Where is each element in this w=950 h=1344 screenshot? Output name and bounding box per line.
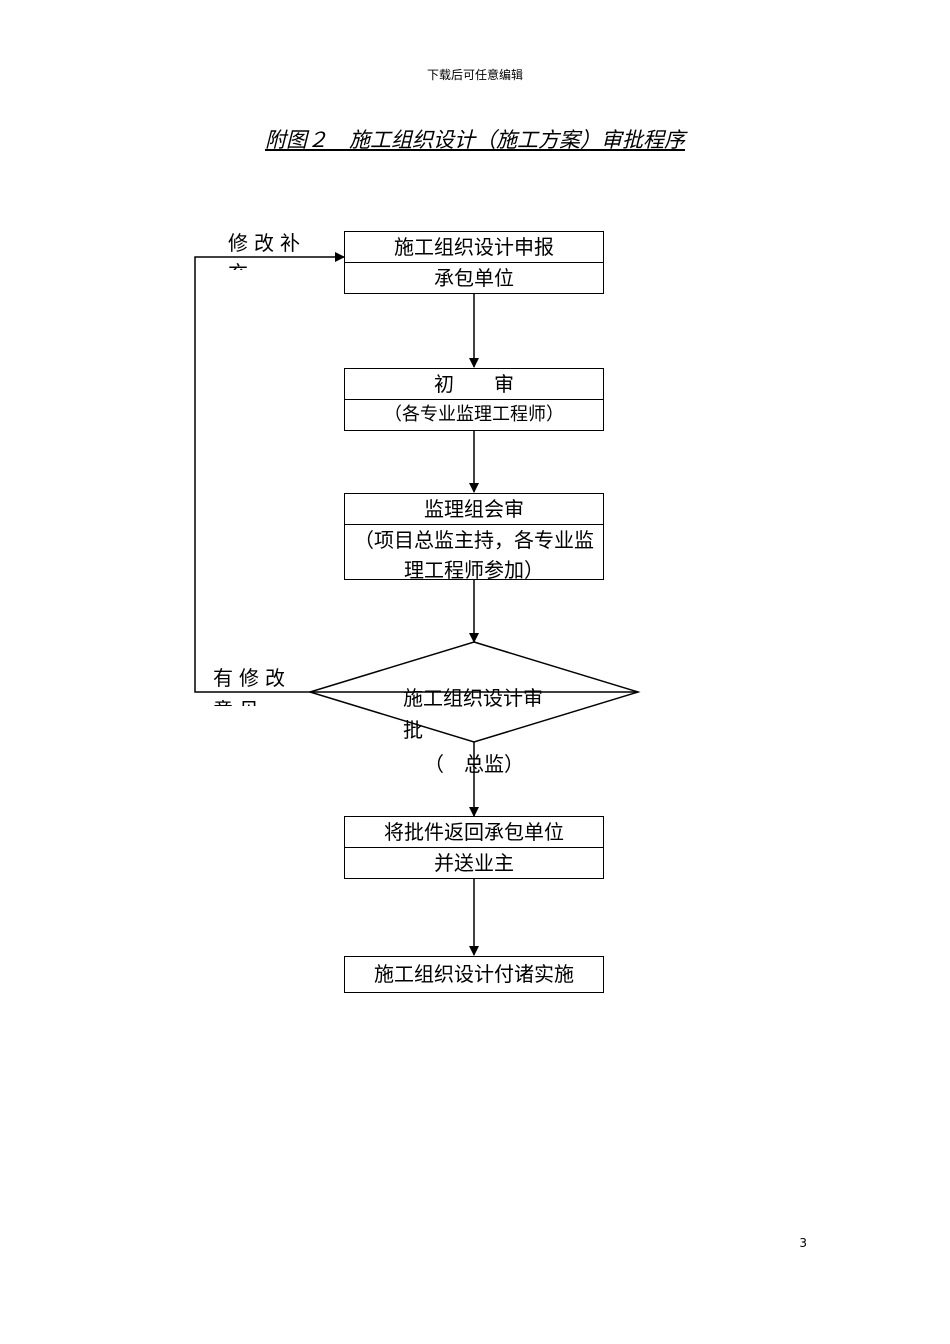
- decision-subtitle: （ 总监）: [424, 752, 524, 776]
- header-note: 下载后可任意编辑: [426, 68, 523, 82]
- figure-title: 附图２ 施工组织设计（施工方案）审批程序: [265, 128, 685, 152]
- page-number: 3: [799, 1236, 807, 1250]
- loop-label-revise: 修改补充: [228, 231, 306, 270]
- node-initial-title: 初 审: [434, 372, 514, 396]
- node-initial-subtitle: （各专业监理工程师）: [345, 399, 603, 430]
- node-implement-title: 施工组织设计付诸实施: [374, 962, 574, 986]
- node-submit: 施工组织设计申报 承包单位: [344, 231, 604, 294]
- node-return: 将批件返回承包单位 并送业主: [344, 816, 604, 879]
- node-group-subtitle: （项目总监主持，各专业监理工程师参加）: [345, 524, 603, 579]
- loop-label-opinion: 有修改意见: [213, 666, 291, 706]
- node-group-review: 监理组会审 （项目总监主持，各专业监理工程师参加）: [344, 493, 604, 580]
- node-submit-subtitle: 承包单位: [345, 262, 603, 293]
- node-group-title: 监理组会审: [424, 497, 524, 521]
- node-initial-review: 初 审 （各专业监理工程师）: [344, 368, 604, 431]
- feedback-loop-line: [194, 252, 345, 693]
- node-implement: 施工组织设计付诸实施: [344, 956, 604, 993]
- node-return-subtitle: 并送业主: [345, 847, 603, 878]
- decision-title: 施工组织设计审批: [403, 686, 543, 742]
- node-submit-title: 施工组织设计申报: [394, 235, 554, 259]
- node-return-title: 将批件返回承包单位: [384, 820, 564, 844]
